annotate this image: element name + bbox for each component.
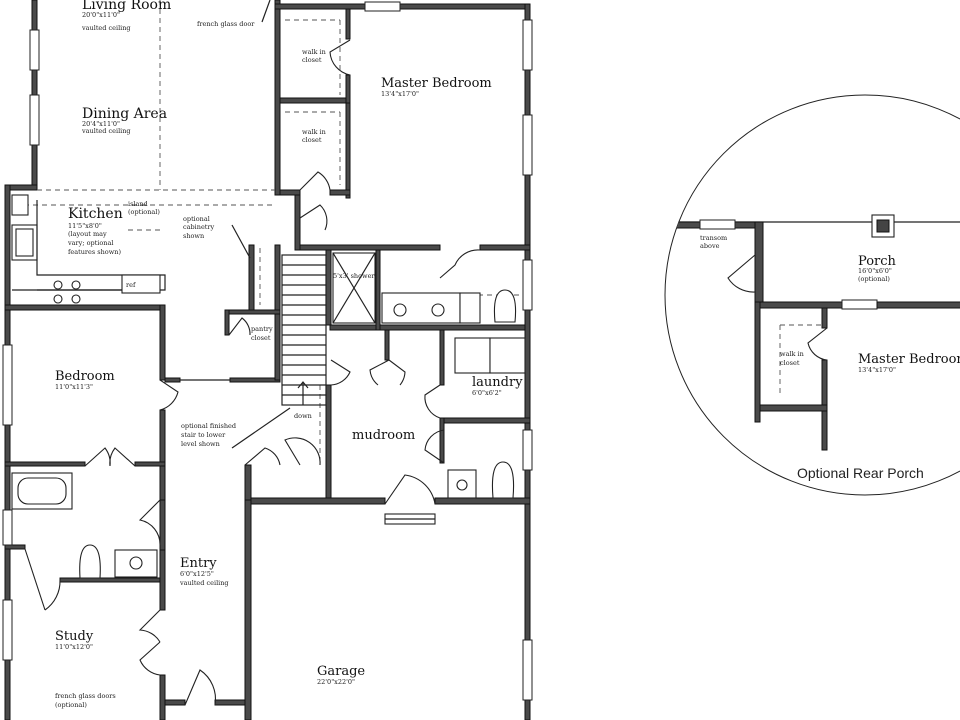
kitchen-dims: 11'5"x8'0" <box>68 222 102 230</box>
inset-porch-note: (optional) <box>858 275 890 283</box>
study-dims: 11'0"x12'0" <box>55 643 93 651</box>
walk-in-closet-1-line-2: closet <box>302 56 322 64</box>
french-glass-doors-line-1: french glass doors <box>55 692 116 700</box>
mudroom-name: mudroom <box>352 428 415 443</box>
inset-porch-name: Porch <box>858 254 897 269</box>
fixtures <box>11 252 526 579</box>
room-labels: Living Room 20'0"x11'0" vaulted ceiling … <box>55 0 523 686</box>
pantry-line-2: closet <box>251 334 271 342</box>
dining-area-dims: 20'4"x11'0" <box>82 120 120 128</box>
walk-in-closet-2-line-2: closet <box>302 136 322 144</box>
stairs <box>281 254 327 406</box>
bedroom-dims: 11'0"x11'3" <box>55 383 93 391</box>
study-name: Study <box>55 629 94 644</box>
optional-cabinetry-line-3: shown <box>183 232 204 240</box>
garage-name: Garage <box>317 664 365 679</box>
garage-dims: 22'0"x22'0" <box>317 678 355 686</box>
windows <box>2 1 533 701</box>
inset-walk-in-closet-line-1: walk in <box>780 350 804 358</box>
optional-stair-line-1: optional finished <box>181 422 236 430</box>
leaders <box>231 0 291 449</box>
optional-cabinetry-line-2: cabinetry <box>183 223 215 231</box>
master-bedroom-dims: 13'4"x17'0" <box>381 90 419 98</box>
kitchen-note-2: vary; optional <box>67 239 113 247</box>
inset-porch-dims: 16'0"x6'0" <box>858 267 892 275</box>
kitchen-note-1: (layout may <box>68 230 107 238</box>
entry-name: Entry <box>180 556 217 571</box>
walk-in-closet-1-line-1: walk in <box>302 48 326 56</box>
inset-transom-line-2: above <box>700 242 720 250</box>
shower-label: 5'x3' shower <box>333 272 375 280</box>
optional-stair-line-2: stair to lower <box>181 431 226 439</box>
dining-area-name: Dining Area <box>82 106 167 122</box>
kitchen-name: Kitchen <box>68 206 123 222</box>
living-room-dims: 20'0"x11'0" <box>82 11 120 19</box>
annotations: french glass door walk in closet walk in… <box>55 20 375 709</box>
inset-walk-in-closet-line-2: closet <box>780 359 800 367</box>
walk-in-closet-2-line-1: walk in <box>302 128 326 136</box>
inset-master-bedroom-dims: 13'4"x17'0" <box>858 366 896 374</box>
living-room-note: vaulted ceiling <box>81 24 131 32</box>
inset-master-bedroom-name: Master Bedroom <box>858 352 960 367</box>
living-room-name: Living Room <box>82 0 171 13</box>
kitchen-counters <box>11 194 166 304</box>
optional-cabinetry-line-1: optional <box>183 215 210 223</box>
bedroom-name: Bedroom <box>55 369 115 384</box>
french-glass-doors-line-2: (optional) <box>55 701 87 709</box>
inset-caption: Optional Rear Porch <box>797 465 924 481</box>
master-bedroom-name: Master Bedroom <box>381 76 492 91</box>
inset-transom-line-1: transom <box>700 234 727 242</box>
dashed-lines <box>15 0 825 465</box>
entry-note: vaulted ceiling <box>179 579 229 587</box>
island-line-2: (optional) <box>128 208 160 216</box>
laundry-dims: 6'0"x6'2" <box>472 389 502 397</box>
down-label: down <box>294 412 312 420</box>
kitchen-note-3: features shown) <box>68 248 121 256</box>
optional-stair-line-3: level shown <box>181 440 220 448</box>
entry-dims: 6'0"x12'5" <box>180 570 214 578</box>
doors <box>24 39 481 706</box>
ref-label: ref <box>126 281 136 289</box>
dining-area-note: vaulted ceiling <box>81 127 131 135</box>
pantry-line-1: pantry <box>251 325 273 333</box>
rear-porch-inset: transom above Porch 16'0"x6'0" (optional… <box>664 94 960 496</box>
island-line-1: island <box>128 200 148 208</box>
french-glass-door-label: french glass door <box>197 20 255 28</box>
laundry-name: laundry <box>472 375 523 390</box>
